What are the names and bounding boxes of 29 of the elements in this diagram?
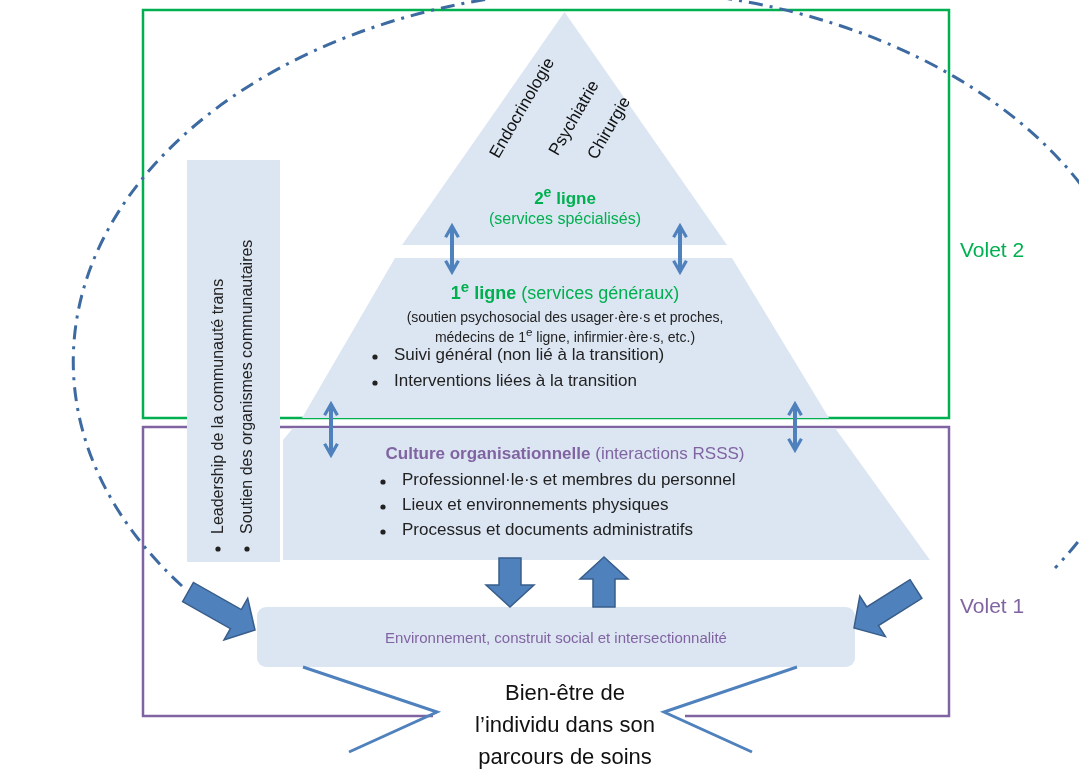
pyramid-base-tier: [283, 428, 930, 560]
tier-heading: (services spécialisés): [489, 209, 641, 229]
tier-heading: Environnement, construit social et intersectionnalité: [385, 629, 727, 647]
section-label: Volet 1: [960, 594, 1025, 619]
double-arrow: [444, 224, 460, 274]
tier-heading: 2$^{e}$ ligne: [534, 183, 596, 209]
double-arrow: [787, 402, 803, 452]
description-text: (soutien psychosocial des usager·ère·s et proches, médecins de 1$^{e}$ ligne, infirmier·ère·s, etc.): [405, 309, 725, 345]
vertical-panel: [187, 160, 280, 562]
rounded-panel: [257, 607, 855, 667]
section-label: Volet 2: [960, 238, 1025, 263]
double-arrow: [323, 402, 339, 457]
bullet-item: Professionnel·le·s et membres du personnel: [402, 470, 736, 490]
bullet-item: Lieux et environnements physiques: [402, 495, 669, 515]
block-arrow: [578, 556, 630, 608]
block-arrow: [853, 578, 923, 638]
tier-heading: 1$^{e}$ ligne (services généraux): [450, 278, 680, 304]
bullet-item: Suivi général (non lié à la transition): [394, 345, 665, 365]
bullet-item: Processus et documents administratifs: [402, 520, 693, 540]
block-arrow: [484, 557, 536, 608]
block-arrow: [181, 581, 256, 642]
pyramid-top-tier: [402, 12, 727, 245]
outcome-label: Bien-être de l’individu dans son parcours de soins: [474, 679, 656, 771]
tier-heading: Culture organisationnelle (interactions RSSS): [385, 444, 745, 464]
bullet-item: Interventions liées à la transition: [394, 371, 637, 391]
bullet-item: Leadership de la communauté trans: [208, 278, 227, 534]
pyramid-middle-tier: [302, 258, 829, 418]
double-arrow: [672, 224, 688, 274]
bullet-item: Soutien des organismes communautaires: [237, 239, 256, 534]
